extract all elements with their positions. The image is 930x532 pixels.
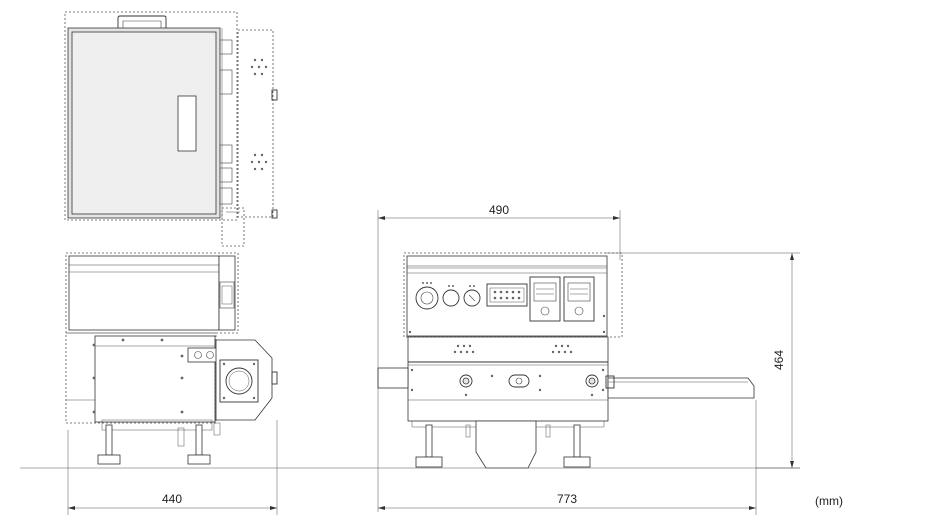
units-label: (mm): [815, 494, 843, 508]
dimension-lines: [67, 210, 800, 515]
front-view: [377, 252, 755, 469]
dimension-side-width: 440: [162, 492, 182, 506]
side-view: [65, 252, 278, 465]
dimension-height: 464: [772, 350, 786, 370]
top-view: [64, 11, 278, 247]
dimension-top-width: 490: [489, 203, 509, 217]
dimension-front-width: 773: [557, 492, 577, 506]
